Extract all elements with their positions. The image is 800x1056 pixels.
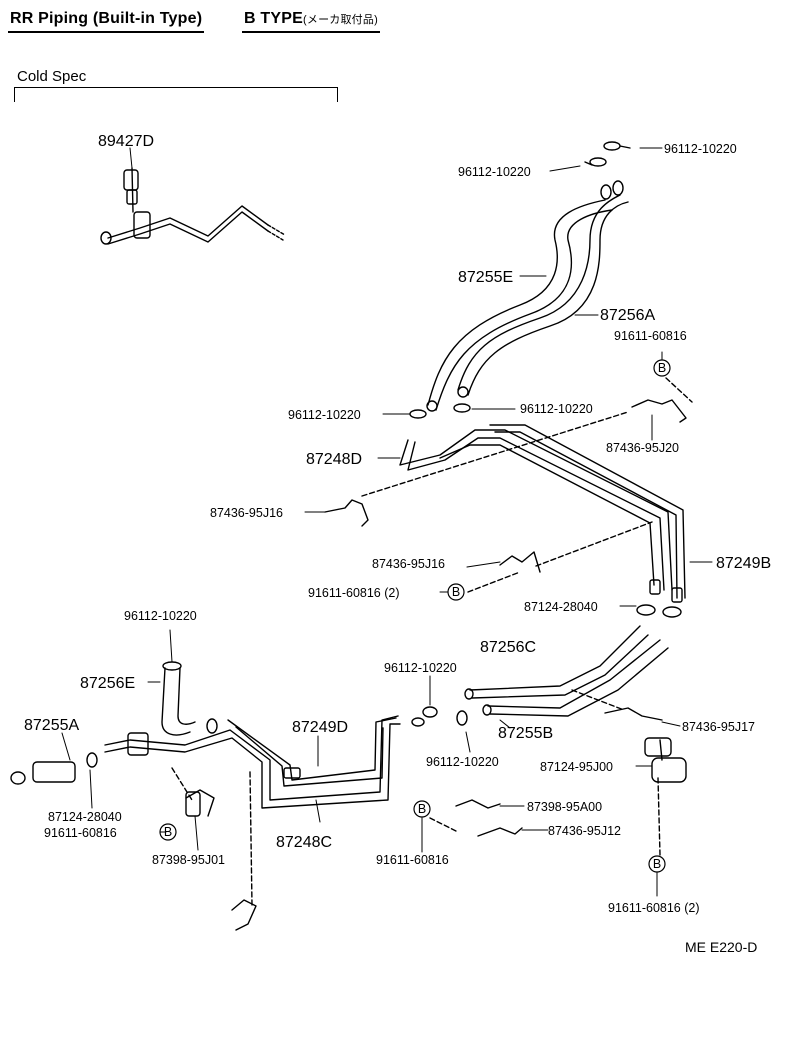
label-87256a: 87256A <box>600 307 655 324</box>
label-87255b: 87255B <box>498 725 553 742</box>
label-91611-bottom-center: 91611-60816 <box>376 853 449 867</box>
brackets <box>185 399 687 931</box>
bolt-letter-bottom-center: B <box>418 802 426 816</box>
cold-spec-bracket <box>14 87 338 102</box>
label-87436-95j17: 87436-95J17 <box>682 720 755 734</box>
label-87249b: 87249B <box>716 555 771 572</box>
label-87248c: 87248C <box>276 834 332 851</box>
header-left-underline <box>8 31 205 33</box>
label-87436-95j16-a: 87436-95J16 <box>210 506 283 520</box>
label-87124-28040-left: 87124-28040 <box>48 810 122 824</box>
label-91611-2-mid: 91611-60816 (2) <box>308 586 400 600</box>
label-96112-top-right: 96112-10220 <box>664 142 737 156</box>
bolt-letters: B B B B B <box>164 361 666 871</box>
label-87124-28040-right: 87124-28040 <box>524 600 598 614</box>
header-right-jp-text: (メーカ取付品) <box>303 14 378 26</box>
bolt-letter-left: B <box>164 825 172 839</box>
bolt-circles <box>159 359 671 873</box>
bolt-letter-bottom-right: B <box>653 857 661 871</box>
label-91611-2-bottom-right: 91611-60816 (2) <box>608 901 700 915</box>
diagram-code: ME E220-D <box>685 939 757 955</box>
bolt-letter-mid: B <box>452 585 460 599</box>
label-89427d: 89427D <box>98 133 154 150</box>
label-87255a: 87255A <box>24 717 79 734</box>
header-left-text: RR Piping (Built-in Type) <box>10 10 203 27</box>
bolt-circle-bottom-right <box>648 855 666 873</box>
label-96112-mid-right: 96112-10220 <box>520 402 593 416</box>
bolt-letter-upper-right: B <box>658 361 666 375</box>
pipe-87248d-87249b <box>399 424 686 603</box>
label-87436-95j16-b: 87436-95J16 <box>372 557 445 571</box>
header-right-text: B TYPE <box>244 10 303 27</box>
clamp-87124-95j00 <box>644 737 687 783</box>
cold-spec-label: Cold Spec <box>17 68 87 85</box>
label-87398-95j01: 87398-95J01 <box>152 853 225 867</box>
hose-clamps-top <box>409 141 631 419</box>
bracket-87398-95j01 <box>185 791 201 817</box>
label-87436-95j12: 87436-95J12 <box>548 824 621 838</box>
label-87256c: 87256C <box>480 639 536 656</box>
label-87436-95j20: 87436-95J20 <box>606 441 679 455</box>
drain-valve-assembly <box>100 167 286 245</box>
label-96112-left: 96112-10220 <box>124 609 197 623</box>
label-87249d: 87249D <box>292 719 348 736</box>
label-96112-center: 96112-10220 <box>384 661 457 675</box>
bolt-circle-mid <box>447 583 465 601</box>
label-96112-top-left: 96112-10220 <box>458 165 531 179</box>
label-96112-bottom-center: 96112-10220 <box>426 755 499 769</box>
bolt-circle-left <box>159 823 177 841</box>
label-87255e: 87255E <box>458 269 513 286</box>
label-87124-95j00: 87124-95J00 <box>540 760 613 774</box>
header-right-underline <box>242 31 380 33</box>
label-87256e: 87256E <box>80 675 135 692</box>
label-87398-95a00: 87398-95A00 <box>527 800 602 814</box>
header-title-rr-piping: RR Piping (Built-in Type) <box>8 10 205 33</box>
leader-lines <box>61 147 713 897</box>
part-labels: 89427D 96112-10220 96112-10220 87255E 87… <box>24 133 771 955</box>
bolt-circle-upper-right <box>653 359 671 377</box>
label-91611-left: 91611-60816 <box>44 826 117 840</box>
label-91611-upper-right: 91611-60816 <box>614 329 687 343</box>
label-87248d: 87248D <box>306 451 362 468</box>
hose-87256c-87255b <box>464 604 682 717</box>
bolt-circle-bottom-center <box>413 800 431 818</box>
hose-87255e-87256a <box>426 180 629 412</box>
label-96112-mid-left: 96112-10220 <box>288 408 361 422</box>
pipes-lower-left <box>10 661 468 809</box>
header-title-b-type: B TYPE(メーカ取付品) <box>242 10 380 33</box>
